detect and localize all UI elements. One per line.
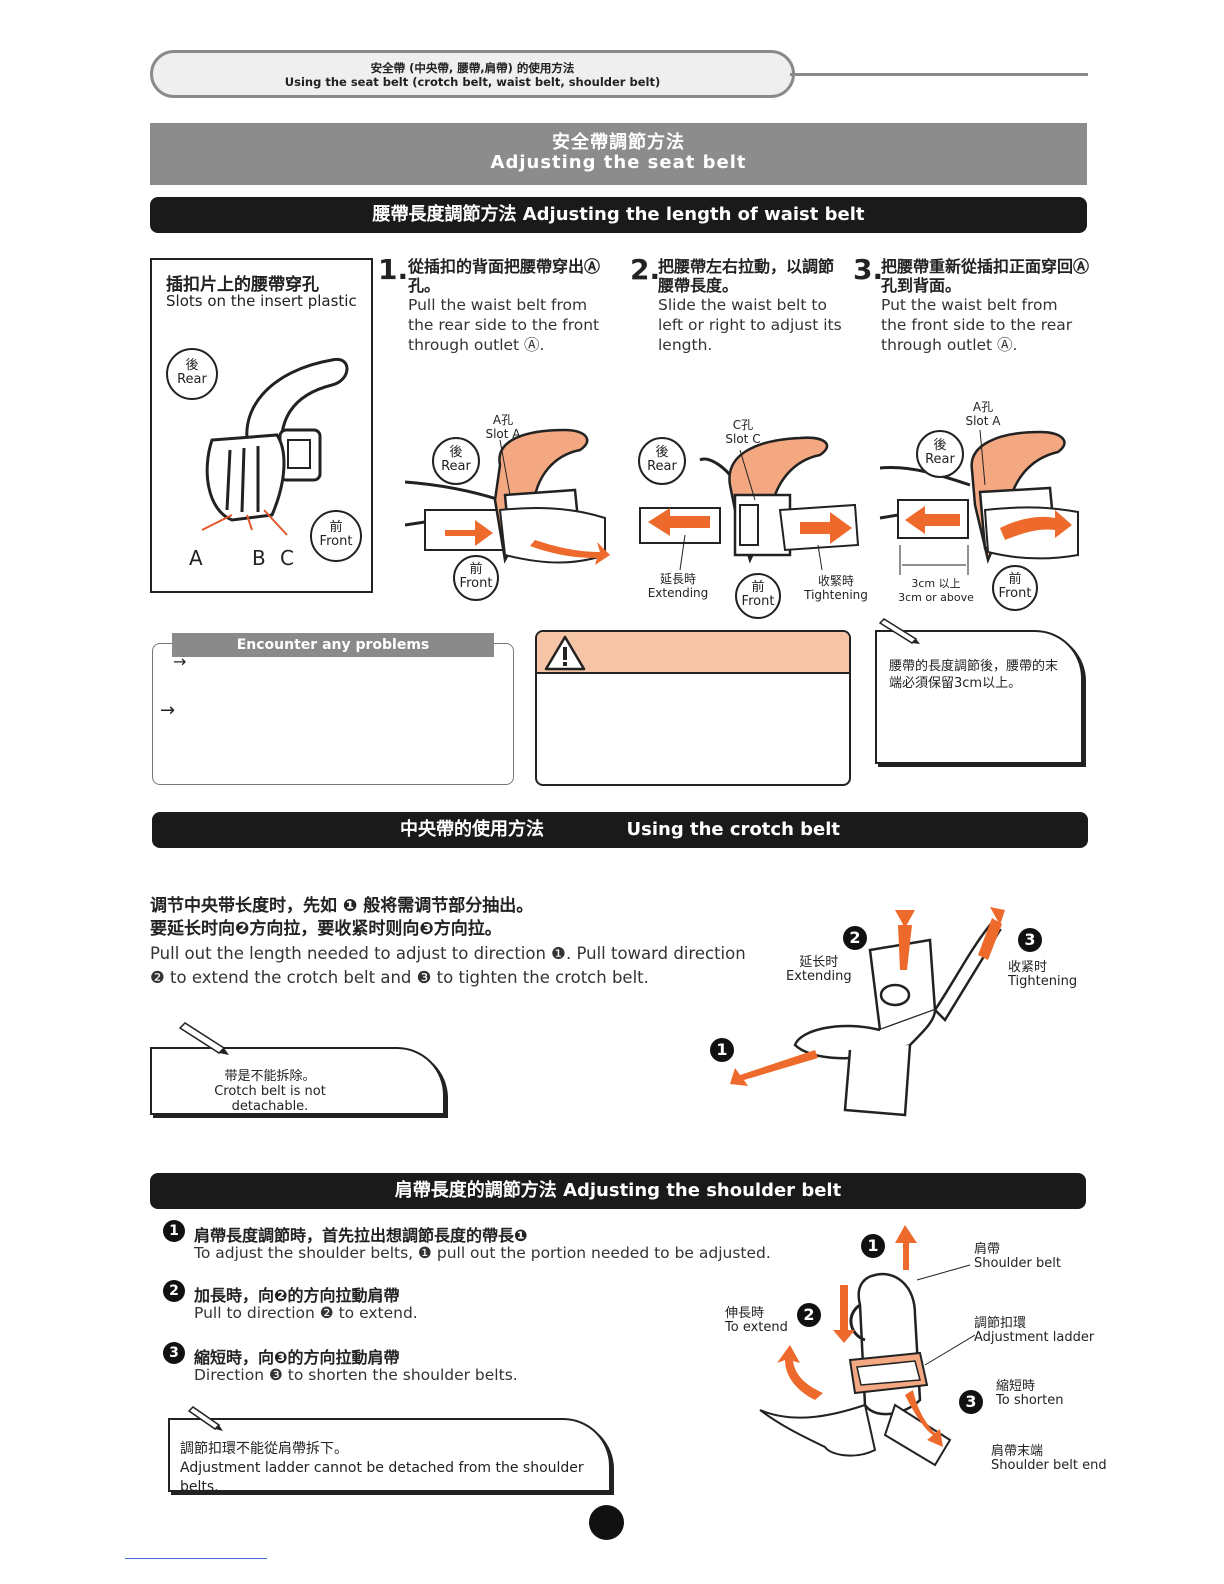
shoulder-note-text: 調節扣環不能從肩帶拆下。Adjustment ladder cannot be … <box>180 1441 584 1495</box>
tab-title-en: Using the seat belt (crotch belt, waist … <box>284 75 661 89</box>
crotch-step-3-marker: 3 <box>1018 928 1042 952</box>
shoulder-item-3-marker: 3 <box>163 1342 185 1364</box>
crotch-note-text: 带是不能拆除。Crotch belt is not detachable. <box>214 1069 326 1114</box>
shoulder-item-3-zh: 縮短時，向❸的方向拉動肩帶 <box>194 1348 400 1367</box>
tab-divider <box>790 73 1088 76</box>
footer-link-line <box>125 1558 267 1559</box>
shoulder-item-2-zh: 加長時，向❷的方向拉動肩帶 <box>194 1286 400 1305</box>
crotch-title-zh: 中央帶的使用方法 <box>399 819 544 840</box>
pencil-icon <box>187 1406 223 1431</box>
section-tab: 安全帶 (中央帶, 腰帶,肩帶) 的使用方法 Using the seat be… <box>150 50 795 98</box>
step-1-zh: 從插扣的背面把腰帶穿出Ⓐ孔。 <box>408 257 601 295</box>
shoulder-section-title: 肩帶長度的調節方法 Adjusting the shoulder belt <box>150 1173 1086 1209</box>
crotch-zh-line-1: 调节中央带长度时，先如 ❶ 般将需调节部分抽出。 <box>150 896 534 916</box>
insert-title-en: Slots on the insert plastic <box>166 292 357 310</box>
step-1-illustration <box>405 428 610 565</box>
crotch-instructions-zh: 调节中央带长度时，先如 ❶ 般将需调节部分抽出。 要延长时向❷方向拉，要收紧时则… <box>150 895 533 941</box>
crotch-title-en: Using the crotch belt <box>626 819 841 840</box>
shoulder-diagram-marker-3: 3 <box>959 1390 983 1414</box>
waist-section-title: 腰帶長度調節方法 Adjusting the length of waist b… <box>150 197 1087 233</box>
step-3-number: 3. <box>853 253 884 286</box>
warning-box <box>535 630 851 786</box>
insert-plastic-illustration <box>201 357 349 536</box>
crotch-step-2-marker: 2 <box>843 926 867 950</box>
insert-title-zh: 插扣片上的腰帶穿孔 <box>166 275 319 295</box>
problems-arrow-glyph: → <box>160 700 176 721</box>
waist-steps-illustrations <box>405 428 1079 575</box>
step-1-en: Pull the waist belt from the rear side t… <box>408 296 600 354</box>
crotch-en-line-2: ❷ to extend the crotch belt and ❸ to tig… <box>150 968 649 987</box>
crotch-note-box: 带是不能拆除。Crotch belt is not detachable. <box>150 1047 445 1115</box>
waist-note-box: 腰帶的長度調節後，腰帶的末端必須保留3cm以上。 <box>875 630 1083 764</box>
shoulder-diagram-marker-2: 2 <box>797 1303 821 1327</box>
warning-header <box>537 632 849 674</box>
slot-b-label: B <box>252 546 266 570</box>
pencil-icon <box>178 1022 229 1055</box>
banner-title-en: Adjusting the seat belt <box>490 152 747 173</box>
waist-note-text: 腰帶的長度調節後，腰帶的末端必須保留3cm以上。 <box>889 659 1059 691</box>
slot-a-label: A <box>189 546 203 570</box>
crotch-step-1-marker: 1 <box>710 1038 734 1062</box>
warning-triangle-icon <box>544 635 586 671</box>
step-2-en: Slide the waist belt to left or right to… <box>658 296 842 354</box>
main-banner: 安全帶調節方法 Adjusting the seat belt <box>150 123 1087 185</box>
shoulder-item-1-zh: 肩帶長度調節時，首先拉出想調節長度的帶長❶ <box>194 1226 528 1245</box>
shoulder-item-3-en: Direction ❸ to shorten the shoulder belt… <box>194 1366 518 1384</box>
crotch-zh-line-2: 要延长时向❷方向拉，要收紧时则向❸方向拉。 <box>150 919 502 939</box>
step-1-number: 1. <box>378 253 409 286</box>
step-3-zh: 把腰帶重新從插扣正面穿回Ⓐ孔到背面。 <box>881 257 1090 295</box>
shoulder-note-box: 調節扣環不能從肩帶拆下。Adjustment ladder cannot be … <box>168 1418 611 1495</box>
crotch-instructions-en: Pull out the length needed to adjust to … <box>150 942 746 990</box>
shoulder-belt-illustration <box>759 1225 975 1467</box>
page-number-dot <box>589 1505 624 1540</box>
problems-box: → <box>152 643 514 785</box>
slot-c-label: C <box>280 546 294 570</box>
tab-title-zh: 安全帶 (中央帶, 腰帶,肩帶) 的使用方法 <box>370 61 575 75</box>
shoulder-item-1-marker: 1 <box>163 1220 185 1242</box>
step-3-en: Put the waist belt from the front side t… <box>881 296 1073 354</box>
shoulder-diagram-marker-1: 1 <box>861 1234 885 1258</box>
crotch-section-title: 中央帶的使用方法 Using the crotch belt <box>152 812 1088 848</box>
crotch-belt-illustration <box>730 907 1005 1117</box>
shoulder-item-2-marker: 2 <box>163 1280 185 1302</box>
step-2-number: 2. <box>630 253 661 286</box>
crotch-en-line-1: Pull out the length needed to adjust to … <box>150 944 746 963</box>
shoulder-item-2-en: Pull to direction ❷ to extend. <box>194 1304 418 1322</box>
problems-title: Encounter any problems <box>172 633 494 657</box>
pencil-icon <box>878 618 920 644</box>
banner-title-zh: 安全帶調節方法 <box>552 132 685 153</box>
shoulder-item-1-en: To adjust the shoulder belts, ❶ pull out… <box>194 1244 771 1262</box>
step-2-illustration <box>639 436 860 571</box>
step-2-zh: 把腰帶左右拉動，以調節腰帶長度。 <box>658 257 835 295</box>
step-3-illustration <box>879 429 1079 575</box>
